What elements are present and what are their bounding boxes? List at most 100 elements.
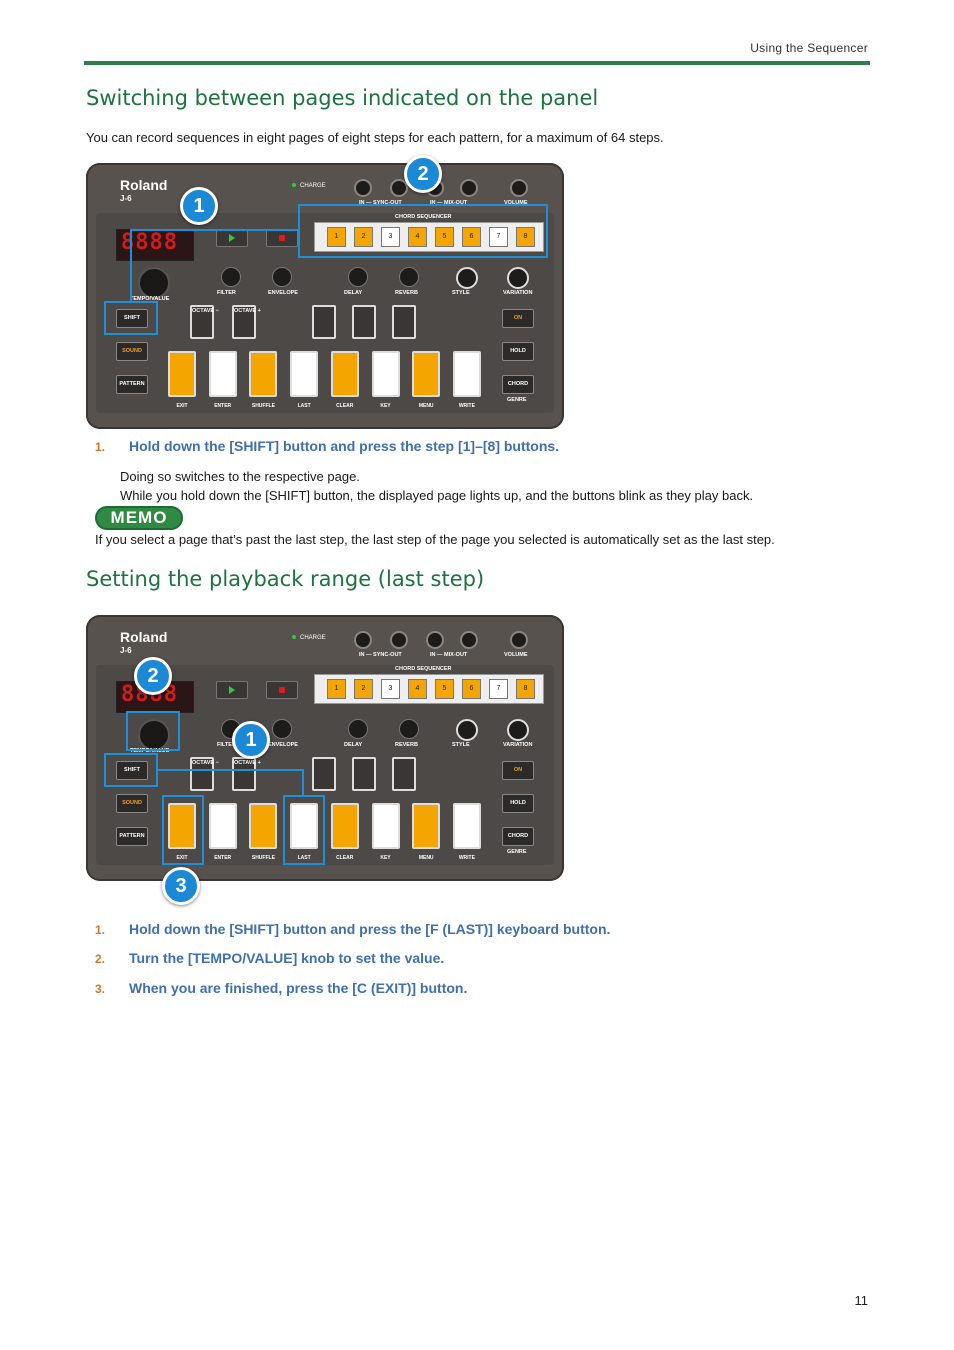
delay-knob[interactable] (348, 267, 368, 287)
play-button[interactable] (216, 229, 248, 247)
play-button[interactable] (216, 681, 248, 699)
key-enter[interactable] (208, 351, 237, 397)
black-key-3[interactable] (312, 757, 336, 791)
key-clear[interactable] (330, 803, 359, 849)
hold-button[interactable]: HOLD (502, 342, 534, 361)
black-key-3[interactable] (312, 305, 336, 339)
connector-line (130, 229, 300, 231)
step-button-5[interactable]: 5 (435, 227, 454, 247)
shift-button[interactable]: SHIFT (116, 309, 148, 328)
step-button-6[interactable]: 6 (462, 227, 481, 247)
style-knob[interactable] (456, 719, 478, 741)
sound-button[interactable]: SOUND (116, 342, 148, 361)
filter-label: FILTER (217, 742, 236, 748)
key-menu[interactable] (412, 803, 441, 849)
key-exit[interactable] (168, 351, 196, 397)
callout-3: 3 (162, 867, 200, 905)
octave-plus-label: OCTAVE + (234, 760, 261, 766)
step-button-5[interactable]: 5 (435, 679, 454, 699)
on-button[interactable]: ON (502, 761, 534, 780)
variation-knob[interactable] (507, 719, 529, 741)
black-key-1[interactable] (190, 305, 214, 339)
step-text: Hold down the [SHIFT] button and press t… (129, 438, 560, 454)
step-button-7[interactable]: 7 (489, 227, 508, 247)
reverb-knob[interactable] (399, 267, 419, 287)
black-key-5[interactable] (392, 757, 416, 791)
section1-detail-2: While you hold down the [SHIFT] button, … (120, 488, 754, 503)
highlight-steps (298, 204, 548, 258)
jack-1 (354, 179, 372, 197)
step-number: 2. (95, 952, 106, 966)
delay-knob[interactable] (348, 719, 368, 739)
highlight-shift (104, 753, 158, 787)
key-write[interactable] (452, 351, 481, 397)
black-key-4[interactable] (352, 305, 376, 339)
key-menu[interactable] (412, 351, 441, 397)
black-key-2[interactable] (232, 757, 256, 791)
mix-label: IN — MIX-OUT (430, 200, 468, 206)
chord-button[interactable]: CHORD (502, 375, 534, 394)
pattern-button[interactable]: PATTERN (116, 827, 148, 846)
step-button-8[interactable]: 8 (516, 679, 535, 699)
jack-2 (390, 179, 408, 197)
step-button-3[interactable]: 3 (381, 679, 400, 699)
jack-4 (460, 631, 478, 649)
hold-button[interactable]: HOLD (502, 794, 534, 813)
step-button-4[interactable]: 4 (408, 679, 427, 699)
step-number: 1. (95, 923, 106, 937)
envelope-knob[interactable] (272, 719, 292, 739)
black-key-5[interactable] (392, 305, 416, 339)
reverb-label: REVERB (395, 742, 418, 748)
envelope-knob[interactable] (272, 267, 292, 287)
key-shuffle[interactable] (249, 803, 278, 849)
black-key-2[interactable] (232, 305, 256, 339)
model-name: J-6 (120, 194, 132, 203)
key-key[interactable] (371, 351, 400, 397)
reverb-knob[interactable] (399, 719, 419, 739)
shift-button[interactable]: SHIFT (116, 761, 148, 780)
sound-button[interactable]: SOUND (116, 794, 148, 813)
pattern-button[interactable]: PATTERN (116, 375, 148, 394)
section2-step-1: 1.Hold down the [SHIFT] button and press… (95, 921, 610, 937)
step-button-7[interactable]: 7 (489, 679, 508, 699)
step-button-8[interactable]: 8 (516, 227, 535, 247)
genre-label: GENRE (507, 849, 527, 855)
on-button[interactable]: ON (502, 309, 534, 328)
black-key-1[interactable] (190, 757, 214, 791)
variation-knob[interactable] (507, 267, 529, 289)
callout-1: 1 (232, 721, 270, 759)
key-last[interactable] (290, 803, 319, 849)
step-button-2[interactable]: 2 (354, 227, 373, 247)
key-clear[interactable] (330, 351, 359, 397)
style-knob[interactable] (456, 267, 478, 289)
step-button-6[interactable]: 6 (462, 679, 481, 699)
key-enter[interactable] (208, 803, 237, 849)
step-button-4[interactable]: 4 (408, 227, 427, 247)
key-key[interactable] (371, 803, 400, 849)
jack-2 (390, 631, 408, 649)
step-button-1[interactable]: 1 (327, 679, 346, 699)
chord-button[interactable]: CHORD (502, 827, 534, 846)
record-button[interactable] (266, 229, 298, 247)
key-exit[interactable] (168, 803, 196, 849)
connector-line (130, 229, 132, 301)
step-button-3[interactable]: 3 (381, 227, 400, 247)
led-display: 8888 (116, 229, 194, 261)
tempo-value-label: TEMPO/VALUE (130, 296, 170, 302)
chord-sequencer-label: CHORD SEQUENCER (395, 214, 452, 220)
tempo-value-knob[interactable] (138, 719, 170, 751)
step-button-2[interactable]: 2 (354, 679, 373, 699)
section1-step-1: 1.Hold down the [SHIFT] button and press… (95, 438, 559, 454)
volume-label: VOLUME (504, 200, 528, 206)
record-button[interactable] (266, 681, 298, 699)
jack-5 (510, 631, 528, 649)
key-write[interactable] (452, 803, 481, 849)
black-key-4[interactable] (352, 757, 376, 791)
step-button-1[interactable]: 1 (327, 227, 346, 247)
filter-knob[interactable] (221, 267, 241, 287)
jack-5 (510, 179, 528, 197)
tempo-value-knob[interactable] (138, 267, 170, 299)
key-last[interactable] (290, 351, 319, 397)
key-shuffle[interactable] (249, 351, 278, 397)
